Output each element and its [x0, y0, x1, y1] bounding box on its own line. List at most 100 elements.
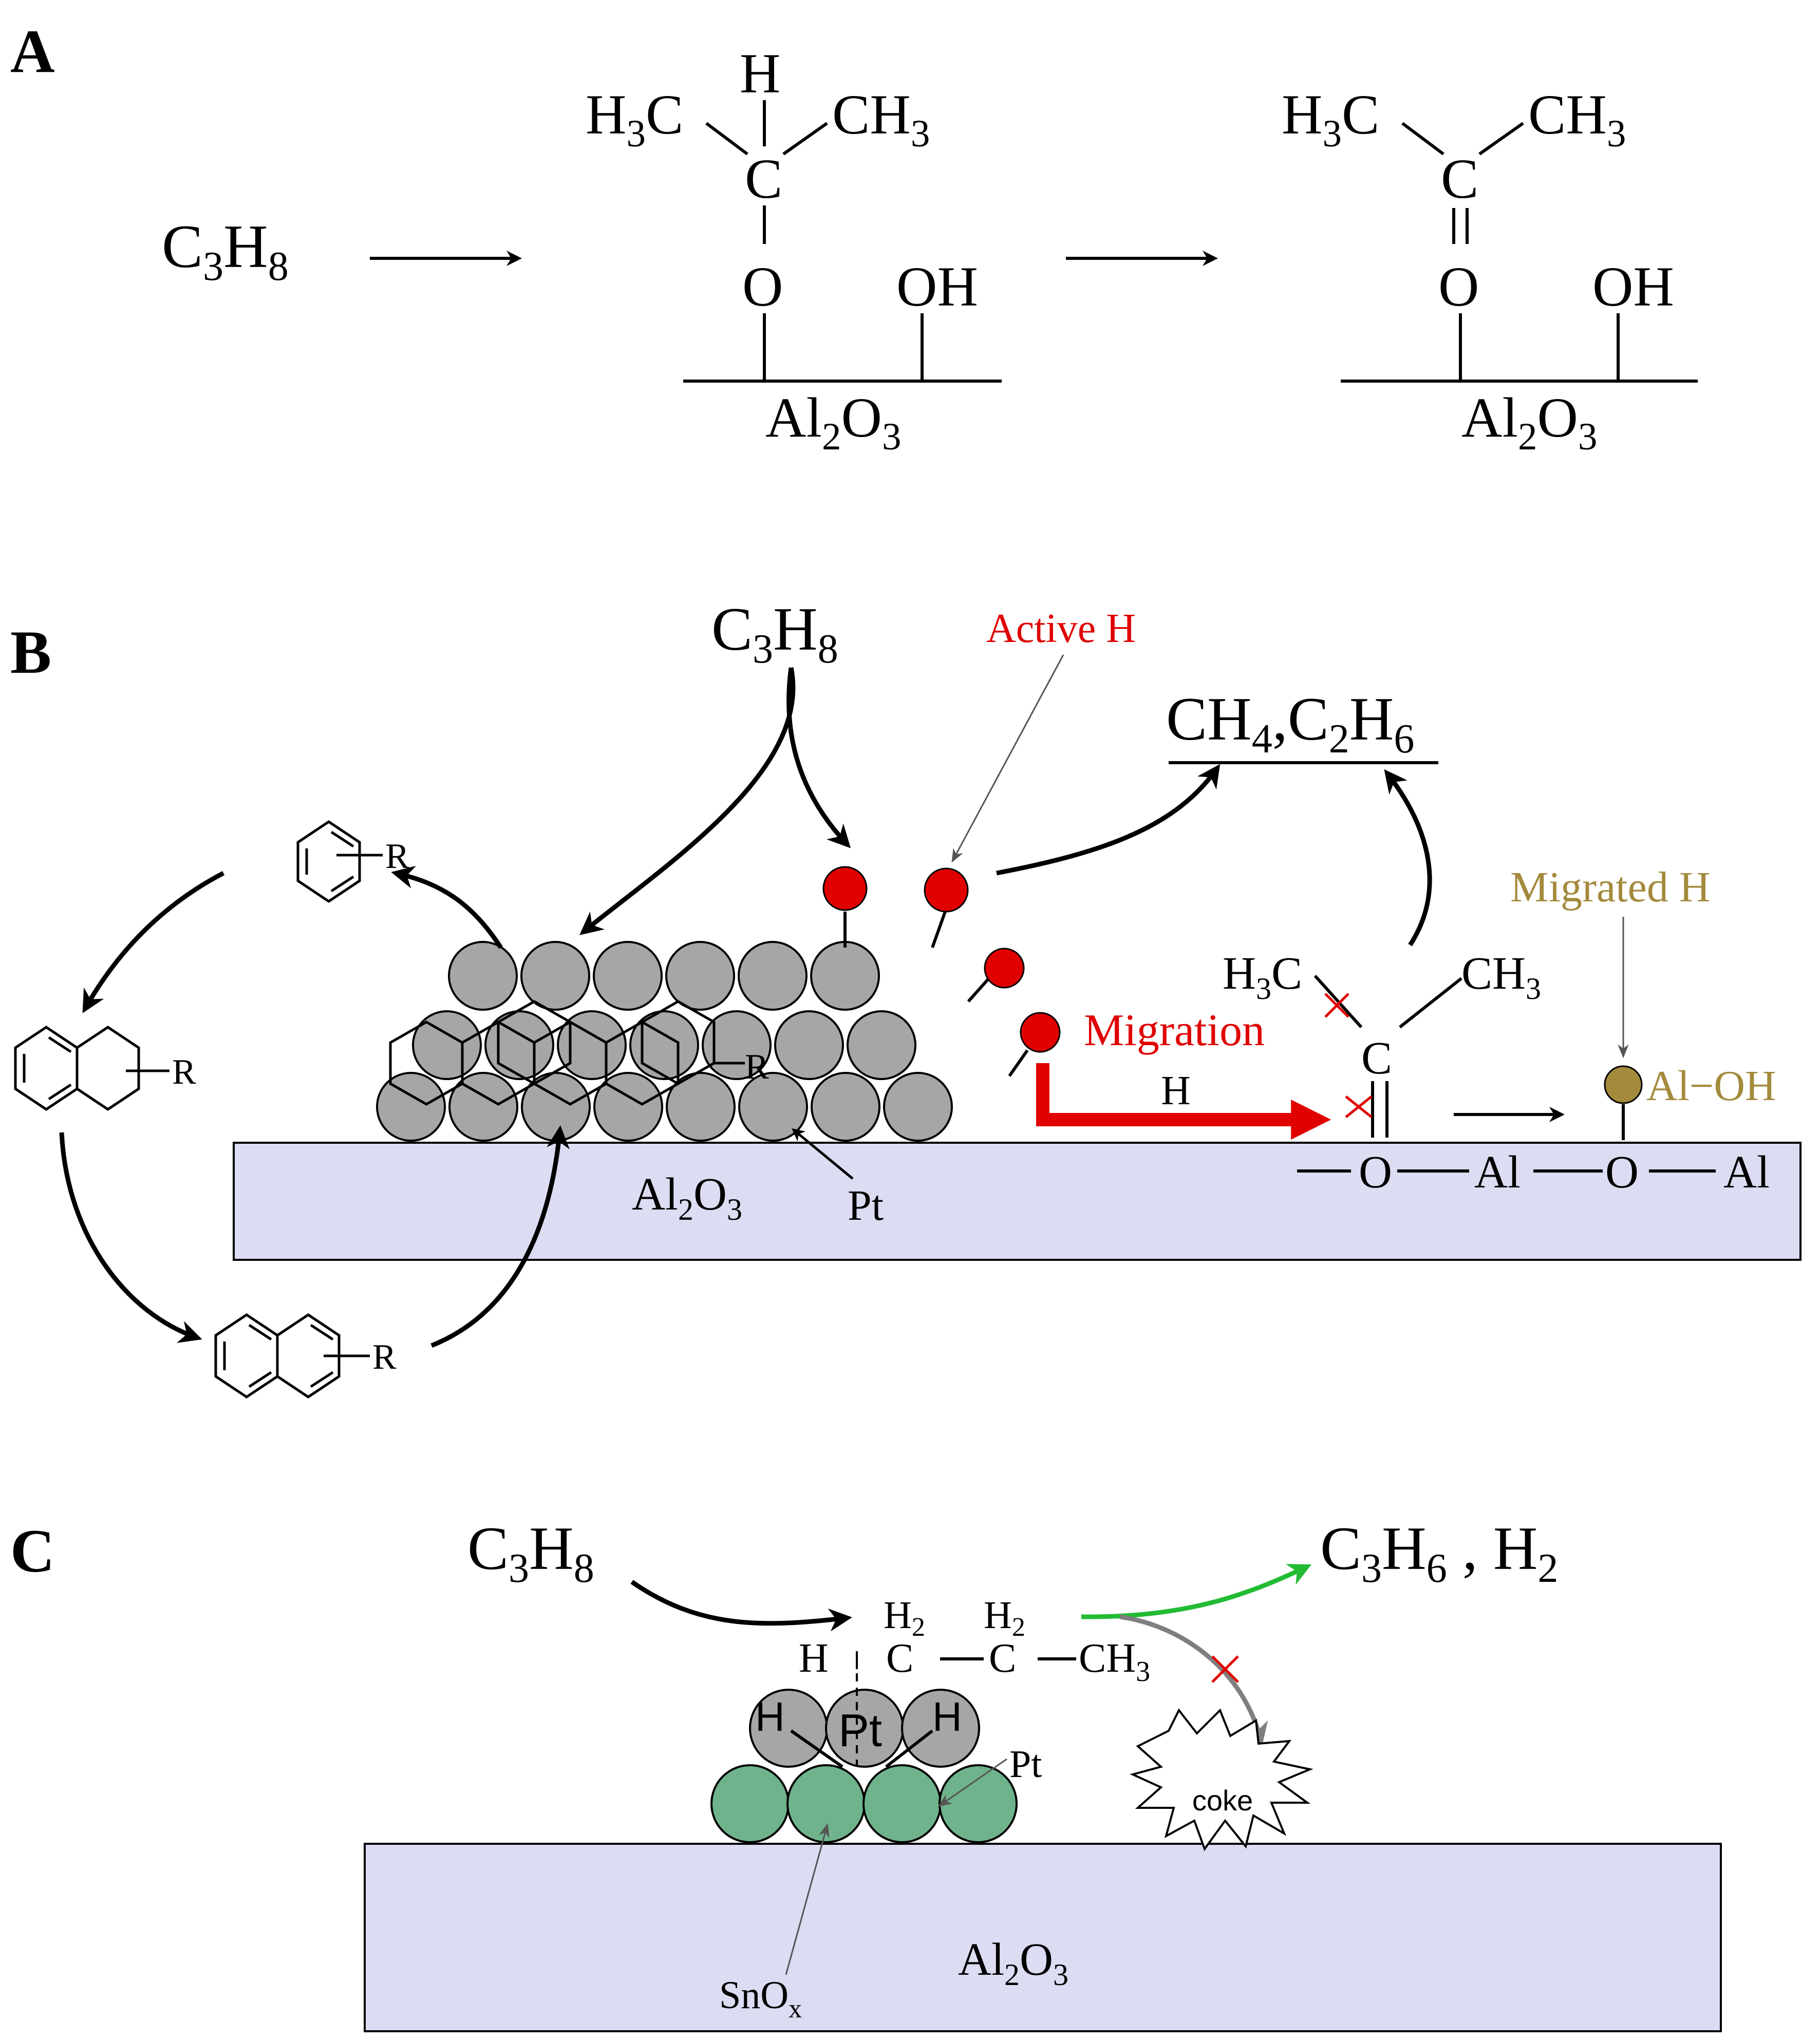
- b-pt-atom: [593, 1072, 663, 1142]
- a-prod-support-label: Al2O3: [1461, 386, 1597, 458]
- b-cycle-arrow-2: [82, 871, 225, 1013]
- c-pt-layer: Pt: [749, 1689, 980, 1768]
- b-support-label: Al2O3: [632, 1169, 742, 1226]
- c-arrow-to-coke-blocked: [1119, 1614, 1268, 1746]
- panel-c: C Al2O3 Pt Pt SnOx H H H H2: [10, 1514, 1722, 2032]
- a-int-support-label: Al2O3: [765, 386, 901, 458]
- a-prod-bond-right: [1478, 122, 1524, 156]
- panel-a: A C3H8 H H3C CH3 C O OH Al2O3 H3C CH3 C …: [10, 17, 1698, 458]
- a-int-carbon: C: [745, 147, 782, 210]
- b-pt-atom: [629, 1010, 699, 1080]
- b-pt-particle: [376, 941, 953, 1142]
- b-pt-atom: [847, 1010, 916, 1080]
- b-coke-overlay: R: [389, 1000, 769, 1106]
- c-pt-pointer: [937, 1758, 1007, 1807]
- a-prod-right-methyl: CH3: [1528, 83, 1626, 155]
- a-prod-left-methyl: H3C: [1282, 83, 1379, 155]
- b-h-atom-1: [822, 866, 868, 911]
- c-support-label: Al2O3: [958, 1934, 1068, 1992]
- b-alumina-support: [233, 1142, 1802, 1261]
- b-migrated-h-label: Migrated H: [1510, 863, 1711, 911]
- b-cleavage-mark-1: [1324, 993, 1349, 1018]
- b-surf-left-methyl: H3C: [1223, 948, 1302, 1006]
- b-arrow-surface-to-products: [1384, 769, 1432, 947]
- c-feed-propane: C3H8: [467, 1514, 594, 1591]
- b-chain-o-1: O: [1359, 1147, 1392, 1198]
- b-arrow-h-to-products: [996, 764, 1221, 876]
- c-snox-label: SnOx: [719, 1974, 802, 2024]
- b-r-group-3: R: [372, 1337, 397, 1377]
- b-pt-atom: [484, 1010, 554, 1080]
- b-chain-o-2: O: [1605, 1147, 1639, 1198]
- a-int-bond-right: [782, 122, 828, 156]
- b-cleavage-mark-2: [1345, 1095, 1373, 1118]
- b-migrated-h-atom: [1604, 1065, 1643, 1104]
- b-arrow-feed-to-pt: [579, 667, 796, 935]
- c-coke-label: coke: [1192, 1784, 1253, 1817]
- b-surf-bond-right: [1399, 977, 1462, 1029]
- c-snox-pointer: [785, 1823, 830, 1975]
- c-pt-atom: [901, 1689, 980, 1768]
- c-snox-particle: [710, 1764, 790, 1843]
- c-h-bond-2: [885, 1729, 933, 1768]
- a-reactant-propane: C3H8: [162, 212, 289, 289]
- b-migration-arrow: [1036, 1063, 1331, 1140]
- a-int-hydroxyl: OH: [896, 255, 978, 318]
- b-surf-carbon: C: [1361, 1033, 1392, 1084]
- b-chain-al-2: Al: [1723, 1147, 1770, 1198]
- b-arrow-feed-to-h: [786, 667, 851, 848]
- c-pt-center-label: Pt: [838, 1705, 882, 1756]
- c-chain-c2: C: [989, 1636, 1016, 1681]
- c-snox-particle: [939, 1764, 1018, 1843]
- c-chain-ch3: CH3: [1079, 1636, 1150, 1688]
- b-pt-atom: [883, 1072, 953, 1142]
- a-int-h-top: H: [740, 42, 780, 105]
- b-pt-label: Pt: [848, 1182, 884, 1230]
- a-int-left-methyl: H3C: [586, 83, 683, 155]
- a-int-oxygen: O: [742, 255, 783, 318]
- b-cracking-products: CH4,C2H6: [1166, 685, 1414, 762]
- c-pt-label: Pt: [1009, 1743, 1042, 1786]
- c-alumina-support: [364, 1843, 1722, 2032]
- b-pt-atom: [520, 941, 590, 1011]
- b-tetralin: R: [14, 1025, 196, 1111]
- b-pt-atom: [412, 1010, 482, 1080]
- b-active-h-atoms: [822, 866, 1061, 1077]
- c-adsorbed-h-1: H: [755, 1694, 785, 1740]
- panel-a-label: A: [10, 17, 55, 85]
- a-prod-bond-left: [1401, 122, 1444, 156]
- b-pt-atom: [666, 1072, 736, 1142]
- b-surf-right-methyl: CH3: [1461, 948, 1541, 1006]
- b-h-atom-2: [924, 867, 969, 913]
- b-cycle-arrow-4: [430, 1125, 570, 1348]
- c-chain-h: H: [799, 1636, 829, 1681]
- panel-b: B Al2O3 C3H8 Active H CH4,C2H6: [10, 595, 1802, 1399]
- a-prod-hydroxyl: OH: [1592, 255, 1674, 318]
- b-pt-atom: [593, 941, 663, 1011]
- b-r-group-1: R: [385, 837, 409, 876]
- b-active-h-label: Active H: [986, 606, 1136, 651]
- b-chain-al-1: Al: [1474, 1147, 1521, 1198]
- b-r-group-2: R: [172, 1052, 196, 1092]
- b-active-h-pointer: [951, 654, 1064, 863]
- b-migration-label: Migration: [1084, 1006, 1265, 1055]
- c-arrow-feed-to-pt: [630, 1580, 852, 1632]
- panel-b-label: B: [10, 618, 51, 686]
- b-naphthalene: R: [214, 1313, 397, 1399]
- b-feed-propane: C3H8: [711, 595, 838, 672]
- b-pt-atom: [774, 1010, 844, 1080]
- b-surf-bond-left: [1314, 974, 1363, 1029]
- b-pt-atom: [448, 1072, 518, 1142]
- b-cycle-arrow-1: [391, 865, 503, 949]
- c-snox-particle: [862, 1764, 942, 1843]
- b-alkylbenzene: R: [296, 820, 409, 903]
- b-pt-pointer: [792, 1128, 854, 1180]
- b-al-oh-label: Al−OH: [1646, 1062, 1776, 1110]
- b-cycle-arrow-3: [59, 1132, 202, 1343]
- c-snox-layer: [710, 1764, 1018, 1843]
- a-int-right-methyl: CH3: [832, 83, 930, 155]
- c-chain-h2a: H2: [884, 1594, 925, 1642]
- c-arrow-to-products: [1081, 1564, 1312, 1619]
